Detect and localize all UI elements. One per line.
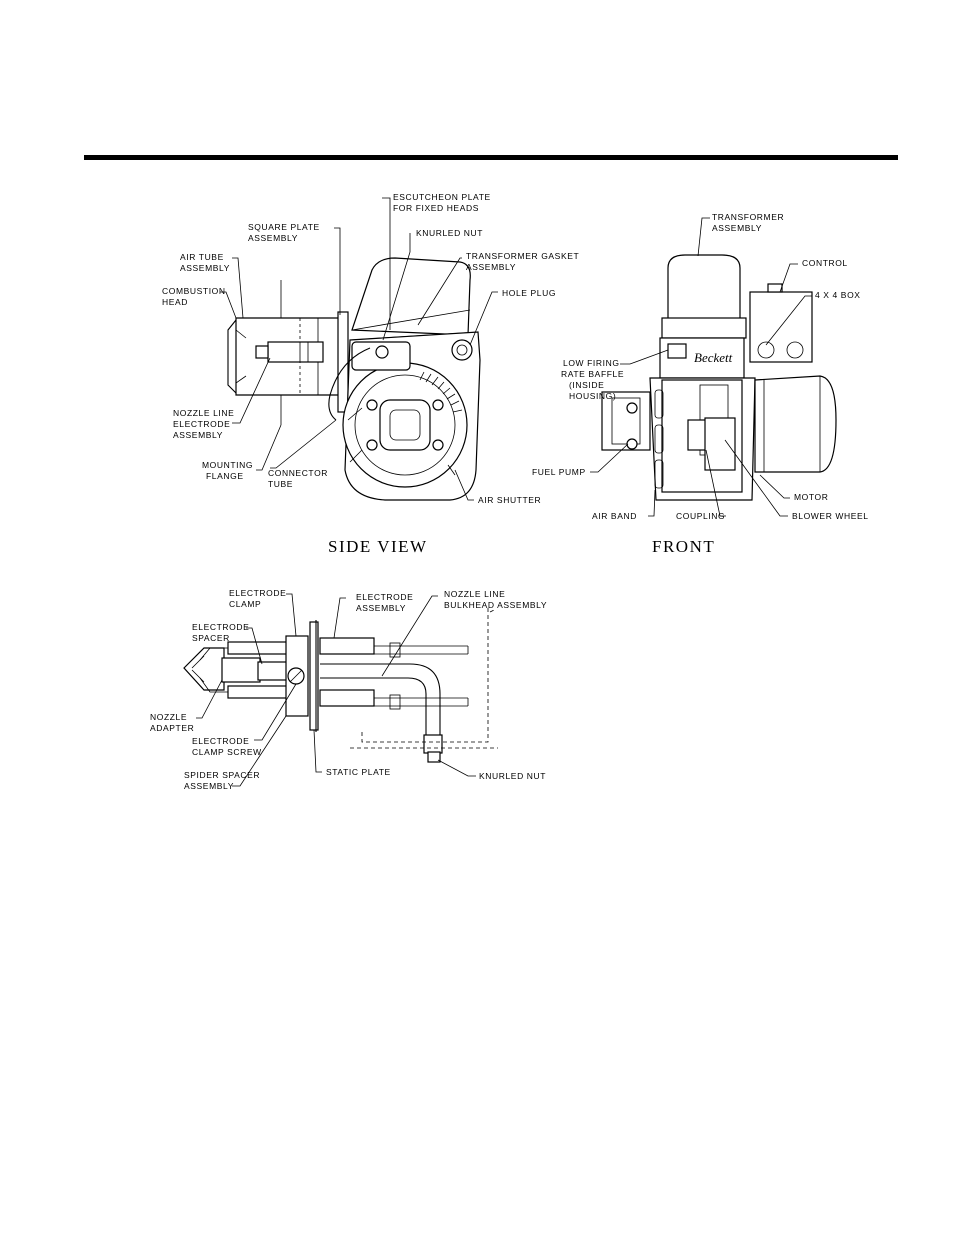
label-electrode-clamp-screw-2: CLAMP SCREW (192, 747, 262, 757)
brand-logo: Beckett (694, 350, 733, 365)
bulkhead-outline (361, 608, 489, 743)
label-connector-tube: CONNECTOR (268, 468, 328, 478)
electrode-detail: ELECTRODE CLAMP ELECTRODE ASSEMBLY NOZZL… (150, 588, 547, 791)
label-mounting-flange-2: FLANGE (206, 471, 244, 481)
label-nozzle-adapter-2: ADAPTER (150, 723, 194, 733)
electrode-detail-leaders (196, 593, 476, 787)
housing-front-drawing: Beckett (649, 337, 756, 501)
label-nozzle-line-bulkhead-2: BULKHEAD ASSEMBLY (444, 600, 547, 610)
label-air-band: AIR BAND (592, 511, 637, 521)
side-view-labels: ESCUTCHEON PLATE FOR FIXED HEADS SQUARE … (162, 192, 579, 505)
clamp-drawing (285, 620, 319, 732)
side-view-leaders (220, 197, 498, 501)
label-nozzle-line-3: ASSEMBLY (173, 430, 223, 440)
label-nozzle-line: NOZZLE LINE (173, 408, 234, 418)
header-rule (84, 155, 898, 160)
label-transformer-gasket: TRANSFORMER GASKET (466, 251, 579, 261)
label-nozzle-line-2: ELECTRODE (173, 419, 230, 429)
label-square-plate-2: ASSEMBLY (248, 233, 298, 243)
label-electrode-assembly: ELECTRODE (356, 592, 413, 602)
label-static-plate: STATIC PLATE (326, 767, 391, 777)
electrode-detail-labels: ELECTRODE CLAMP ELECTRODE ASSEMBLY NOZZL… (150, 588, 547, 791)
burner-housing-drawing (342, 331, 481, 501)
label-air-shutter: AIR SHUTTER (478, 495, 541, 505)
label-electrode-clamp-screw: ELECTRODE (192, 736, 249, 746)
label-electrode-assembly-2: ASSEMBLY (356, 603, 406, 613)
label-spider-spacer-2: ASSEMBLY (184, 781, 234, 791)
label-blower-wheel: BLOWER WHEEL (792, 511, 869, 521)
label-knurled-nut-detail: KNURLED NUT (479, 771, 546, 781)
label-coupling: COUPLING (676, 511, 725, 521)
label-electrode-clamp: ELECTRODE (229, 588, 286, 598)
label-mounting-flange: MOUNTING (202, 460, 253, 470)
label-escutcheon-plate: ESCUTCHEON PLATE (393, 192, 491, 202)
label-fuel-pump: FUEL PUMP (532, 467, 586, 477)
motor-drawing (754, 375, 837, 473)
front-view: Beckett (532, 212, 869, 556)
label-combustion-head-2: HEAD (162, 297, 188, 307)
nozzle-drawing (183, 647, 289, 691)
transformer-front-drawing (667, 254, 741, 321)
label-transformer-2: ASSEMBLY (712, 223, 762, 233)
front-view-title: FRONT (652, 537, 715, 556)
label-transformer: TRANSFORMER (712, 212, 784, 222)
label-air-tube: AIR TUBE (180, 252, 224, 262)
label-electrode-spacer-2: SPACER (192, 633, 230, 643)
label-electrode-clamp-2: CLAMP (229, 599, 261, 609)
label-transformer-gasket-2: ASSEMBLY (466, 262, 516, 272)
electrode-extension-drawing (319, 637, 469, 710)
side-view-title: SIDE VIEW (328, 537, 428, 556)
label-square-plate: SQUARE PLATE (248, 222, 320, 232)
label-4x4-box: 4 X 4 BOX (815, 290, 861, 300)
label-motor: MOTOR (794, 492, 828, 502)
connector-tube-drawing (328, 347, 371, 421)
label-connector-tube-2: TUBE (268, 479, 293, 489)
label-knurled-nut: KNURLED NUT (416, 228, 483, 238)
label-nozzle-adapter: NOZZLE (150, 712, 187, 722)
label-low-firing-3: (INSIDE (569, 380, 604, 390)
label-air-tube-2: ASSEMBLY (180, 263, 230, 273)
label-low-firing-2: RATE BAFFLE (561, 369, 624, 379)
label-low-firing: LOW FIRING (563, 358, 620, 368)
label-spider-spacer: SPIDER SPACER (184, 770, 260, 780)
label-combustion-head: COMBUSTION (162, 286, 226, 296)
label-control: CONTROL (802, 258, 848, 268)
transformer-drawing (349, 257, 479, 341)
air-tube-drawing (227, 280, 341, 425)
square-plate (337, 311, 349, 413)
label-electrode-spacer: ELECTRODE (192, 622, 249, 632)
side-view: ESCUTCHEON PLATE FOR FIXED HEADS SQUARE … (162, 192, 579, 556)
fuel-pump-drawing (601, 391, 651, 451)
label-escutcheon-plate-2: FOR FIXED HEADS (393, 203, 479, 213)
label-nozzle-line-bulkhead: NOZZLE LINE (444, 589, 505, 599)
front-view-leaders (590, 217, 812, 517)
air-band-drawing (654, 389, 664, 489)
label-low-firing-4: HOUSING) (569, 391, 616, 401)
nozzle-line-tube-drawing (320, 663, 441, 738)
front-view-labels: TRANSFORMER ASSEMBLY CONTROL 4 X 4 BOX L… (532, 212, 869, 521)
label-hole-plug: HOLE PLUG (502, 288, 556, 298)
